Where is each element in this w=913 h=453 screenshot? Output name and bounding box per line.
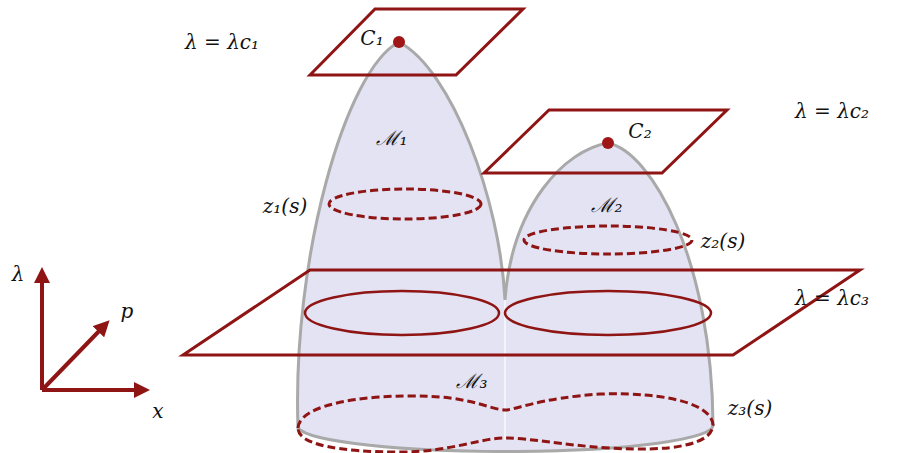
math-label: λ = λc₁ (185, 32, 259, 52)
math-label: λ = λc₂ (795, 101, 869, 121)
level-set (305, 291, 499, 335)
plane (484, 110, 727, 173)
manifold-surface (298, 42, 714, 452)
math-label: λ (12, 264, 25, 284)
math-label: z₂(s) (701, 231, 745, 251)
math-label: z₃(s) (728, 398, 772, 418)
math-label: ℳ₂ (591, 195, 622, 215)
orbit-curve (524, 226, 692, 254)
level-set (505, 291, 711, 335)
math-label: ℳ₁ (376, 128, 407, 148)
critical-point (602, 137, 614, 149)
math-label: x (152, 401, 163, 421)
axis-arrow (40, 275, 44, 390)
math-label: C₂ (628, 121, 651, 141)
plane (183, 270, 860, 355)
seam-line (504, 300, 506, 440)
critical-point (393, 36, 405, 48)
math-label: λ = λc₃ (795, 288, 869, 308)
axis-arrow (42, 326, 104, 390)
math-label: ℳ₃ (456, 371, 487, 391)
axis-arrow (42, 388, 142, 392)
plane (310, 9, 523, 75)
math-label: z₁(s) (263, 196, 307, 216)
orbit-curve (298, 394, 713, 452)
math-label: p (121, 301, 134, 321)
orbit-curve (329, 189, 481, 219)
math-label: C₁ (360, 28, 383, 48)
